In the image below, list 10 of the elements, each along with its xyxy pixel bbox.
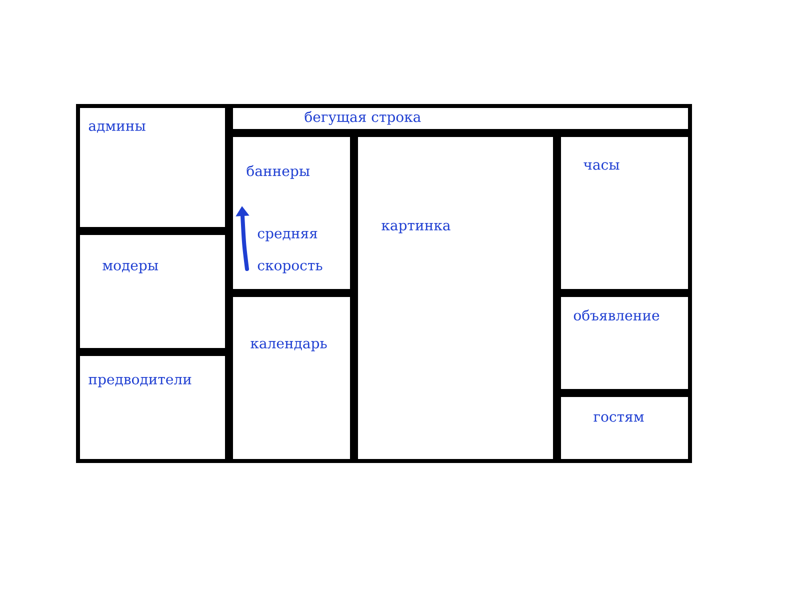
- layout-box: предводители: [76, 352, 229, 463]
- layout-box: картинка: [354, 133, 557, 463]
- layout-box: гостям: [557, 393, 692, 463]
- layout-box: бегущая строка: [229, 104, 692, 133]
- layout-box: часы: [557, 133, 692, 293]
- layout-box: админы: [76, 104, 229, 231]
- layout-box: календарь: [229, 293, 354, 463]
- layout-box: модеры: [76, 231, 229, 352]
- layout-box: объявление: [557, 293, 692, 393]
- layout-box: баннеры средняя скорость: [229, 133, 354, 293]
